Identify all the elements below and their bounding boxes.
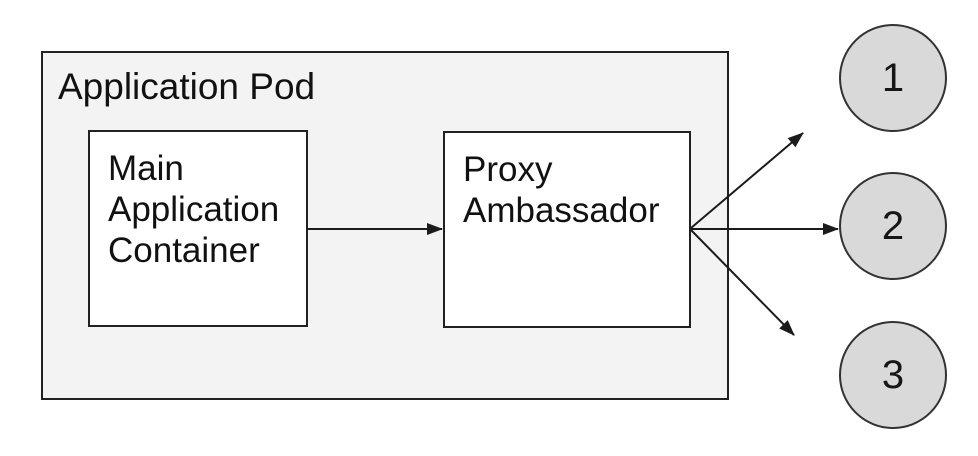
proxy-ambassador-label: Proxy Ambassador	[463, 150, 660, 230]
endpoint-circle-2: 2	[839, 172, 947, 280]
endpoint-circle-3: 3	[839, 321, 947, 429]
application-pod-label: Application Pod	[58, 66, 316, 107]
main-application-container-node: Main Application Container	[88, 130, 308, 327]
main-application-container-label: Main Application Container	[108, 149, 280, 270]
endpoint-circle-1: 1	[839, 24, 947, 132]
endpoint-1-label: 1	[881, 55, 905, 100]
endpoint-2-label: 2	[881, 203, 905, 248]
endpoint-3-label: 3	[881, 352, 905, 397]
proxy-ambassador-node: Proxy Ambassador	[443, 131, 691, 328]
